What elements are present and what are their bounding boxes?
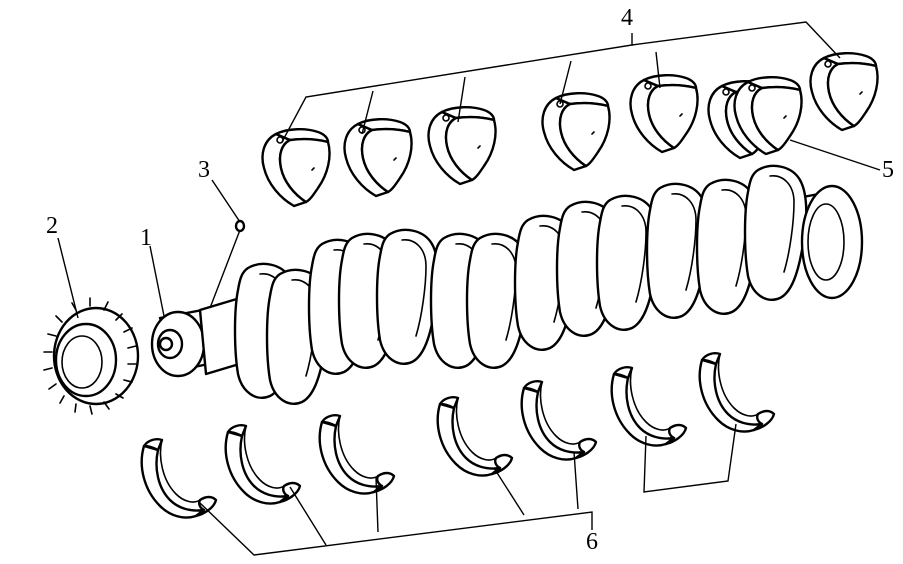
callout-6-leaders — [199, 423, 737, 556]
callout-6-label: 6 — [586, 529, 598, 555]
callout-4-label: 4 — [621, 5, 633, 31]
timing-gear — [43, 297, 140, 415]
thrust-bearing-shell — [707, 76, 803, 160]
callout-2-label: 2 — [46, 213, 58, 239]
callout-5-label: 5 — [882, 157, 894, 183]
callout-3-label: 3 — [198, 157, 210, 183]
callouts-1-2-3-leaders — [57, 179, 241, 319]
lower-main-bearing-shells — [140, 352, 776, 519]
callout-4-leaders — [281, 21, 881, 171]
crankshaft — [150, 164, 864, 405]
pin — [234, 219, 246, 233]
callout-1-label: 1 — [140, 225, 152, 251]
